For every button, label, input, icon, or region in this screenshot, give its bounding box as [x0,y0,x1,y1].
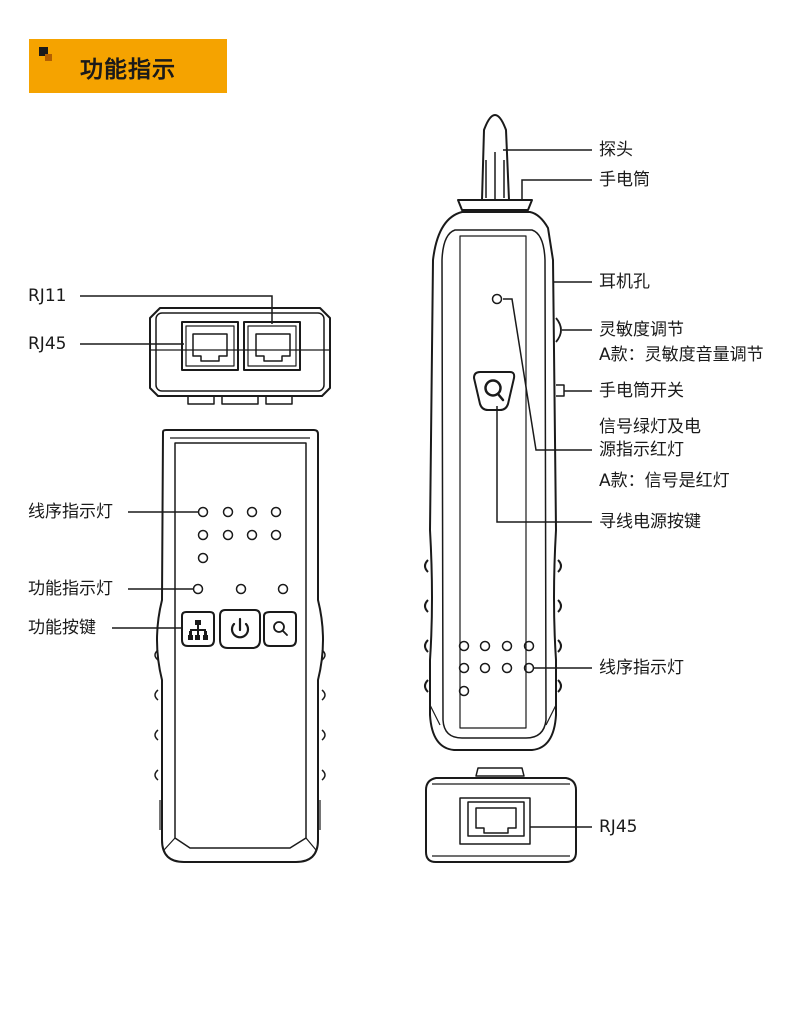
label-func-lights: 功能指示灯 [28,579,113,599]
right-rj45-connector [425,767,577,863]
label-earphone-jack: 耳机孔 [599,272,650,292]
rj45-port-left [181,321,239,371]
label-func-buttons: 功能按键 [28,618,96,638]
label-signal-light-2: 源指示红灯 [599,440,684,460]
right-tracer-body [424,114,565,751]
label-rj45-right: RJ45 [599,817,638,837]
right-wire-seq-leds [458,640,535,697]
label-signal-light-a: A款：信号是红灯 [599,471,730,491]
left-connector-head [149,307,331,405]
search-icon [273,621,288,636]
label-flashlight-switch: 手电筒开关 [599,381,684,401]
left-wire-seq-leds [197,506,282,564]
section-title: 功能指示 [80,57,176,83]
search-icon [484,379,505,402]
network-icon [188,620,208,640]
label-rj11: RJ11 [28,286,67,306]
label-sensitivity: 灵敏度调节 [599,320,684,340]
label-flashlight: 手电筒 [599,170,650,190]
left-function-buttons [181,609,297,649]
label-probe: 探头 [599,140,633,160]
left-handset-body [154,429,326,863]
title-square-shadow-icon [45,54,52,61]
label-sensitivity-a: A款：灵敏度音量调节 [599,345,764,365]
power-icon [230,617,250,639]
label-rj45-left: RJ45 [28,334,67,354]
label-trace-button: 寻线电源按键 [599,512,701,532]
left-function-leds [192,583,289,595]
rj11-port [243,321,301,371]
label-wire-seq-right: 线序指示灯 [599,658,684,678]
section-title-banner: 功能指示 [29,39,227,93]
title-square-icon [39,47,48,56]
leader-lines [80,149,592,828]
signal-led [491,293,503,305]
label-wire-seq-left: 线序指示灯 [28,502,113,522]
label-signal-light-1: 信号绿灯及电 [599,417,701,437]
